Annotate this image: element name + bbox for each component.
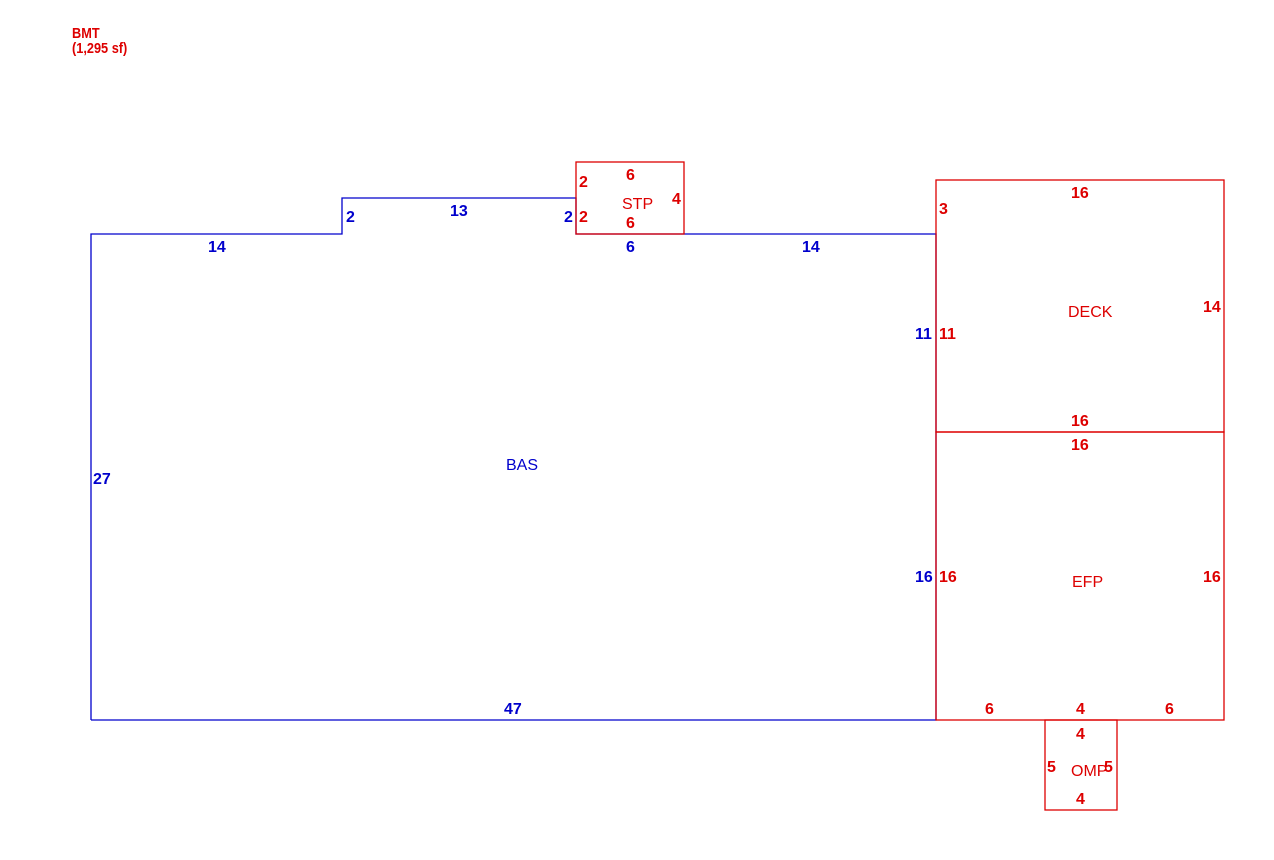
bas-dim-left: 27: [93, 471, 111, 488]
floor-area-label: (1,295 sf): [72, 40, 128, 57]
bas-dim-top-mid: 13: [450, 203, 468, 220]
deck-dim-left: 11: [939, 326, 956, 343]
bas-dim-right-lower: 16: [915, 569, 933, 586]
bas-dim-top-right: 14: [802, 239, 820, 256]
deck-dim-bottom: 16: [1071, 413, 1089, 430]
efp-dim-left: 16: [939, 569, 957, 586]
efp-dim-bottom-right: 6: [1165, 701, 1174, 718]
efp-dim-bottom-mid: 4: [1076, 701, 1085, 718]
omp-dim-right: 5: [1104, 759, 1113, 776]
bas-dim-right-upper: 11: [915, 326, 932, 343]
deck-dim-top: 16: [1071, 185, 1089, 202]
bas-dim-step-left: 2: [346, 209, 355, 226]
stp-dim-right: 4: [672, 191, 681, 208]
omp-dim-bottom: 4: [1076, 791, 1085, 808]
sketch-title-block: BMT (1,295 sf): [72, 26, 127, 56]
deck-dim-right: 14: [1203, 299, 1221, 316]
stp-dim-left-lower: 2: [579, 209, 588, 226]
deck-label: DECK: [1068, 304, 1113, 321]
floor-level-label: BMT: [72, 25, 100, 42]
bas-dim-bottom: 47: [504, 701, 522, 718]
efp-dim-top: 16: [1071, 437, 1089, 454]
bas-dim-top-left: 14: [208, 239, 226, 256]
stp-dim-left-upper: 2: [579, 174, 588, 191]
efp-dim-right: 16: [1203, 569, 1221, 586]
efp-dim-bottom-left: 6: [985, 701, 994, 718]
stp-outline: [575, 161, 685, 235]
omp-label: OMP: [1071, 763, 1107, 780]
omp-outline: [1044, 719, 1118, 811]
bas-dim-top-stp: 6: [626, 239, 635, 256]
bas-label: BAS: [506, 457, 538, 474]
efp-label: EFP: [1072, 574, 1103, 591]
stp-dim-bottom: 6: [626, 215, 635, 232]
omp-dim-left: 5: [1047, 759, 1056, 776]
deck-dim-left-top: 3: [939, 201, 948, 218]
bas-dim-step-right: 2: [564, 209, 573, 226]
stp-dim-top: 6: [626, 167, 635, 184]
stp-label: STP: [622, 196, 653, 213]
omp-dim-top: 4: [1076, 726, 1085, 743]
